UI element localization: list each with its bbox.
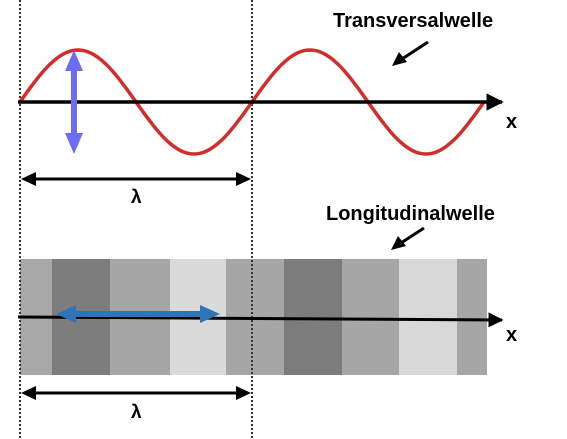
transverse-wavelength-label: λ xyxy=(131,187,142,208)
longitudinal-stripe xyxy=(284,259,342,375)
transverse-wavelength-arrow xyxy=(21,172,251,186)
longitudinal-wavelength-label: λ xyxy=(131,402,142,423)
oscillation-arrow xyxy=(65,50,83,154)
transverse-title: Transversalwelle xyxy=(333,10,493,32)
transverse-axis-label: x xyxy=(506,111,517,133)
longitudinal-stripe xyxy=(399,259,457,375)
longitudinal-x-axis xyxy=(17,312,504,328)
longitudinal-pointer-arrow xyxy=(391,226,425,250)
longitudinal-wavelength-arrow xyxy=(21,386,251,400)
longitudinal-axis-label: x xyxy=(506,324,517,346)
particle-motion-arrow xyxy=(56,305,220,323)
transverse-pointer-arrow xyxy=(392,40,429,66)
longitudinal-title: Longitudinalwelle xyxy=(326,203,495,225)
longitudinal-stripe xyxy=(457,259,487,375)
longitudinal-stripe xyxy=(342,259,399,375)
